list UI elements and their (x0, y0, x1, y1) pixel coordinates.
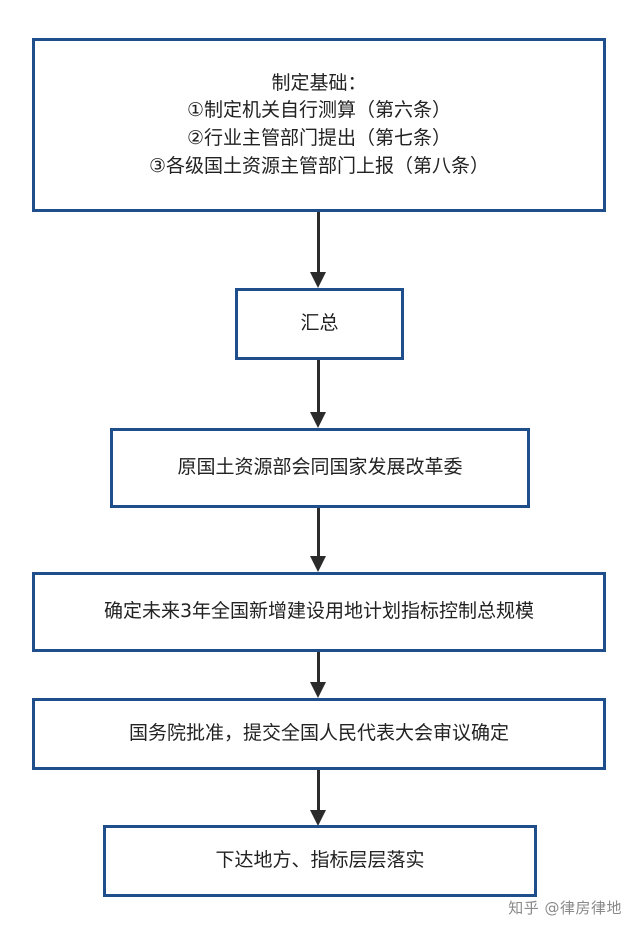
step-ministry-box: 原国土资源部会同国家发展改革委 (110, 428, 530, 508)
step-approval-box: 国务院批准，提交全国人民代表大会审议确定 (32, 698, 606, 770)
step-basis-item-3: ③各级国土资源主管部门上报（第八条） (148, 154, 490, 177)
step-issue-box: 下达地方、指标层层落实 (103, 825, 537, 897)
step-basis-text: 制定基础： ①制定机关自行测算（第六条） ②行业主管部门提出（第七条） ③各级国… (149, 70, 489, 180)
step-issue-label: 下达地方、指标层层落实 (215, 849, 425, 872)
step-summary-box: 汇总 (235, 288, 404, 360)
step-basis-title: 制定基础： (271, 71, 367, 94)
step-summary-label: 汇总 (300, 312, 339, 335)
step-approval-label: 国务院批准，提交全国人民代表大会审议确定 (128, 722, 509, 745)
step-basis-item-2: ②行业主管部门提出（第七条） (186, 127, 452, 149)
watermark: 知乎 @律房律地 (508, 899, 622, 917)
step-scale-label: 确定未来3年全国新增建设用地计划指标控制总规模 (103, 600, 535, 623)
step-scale-box: 确定未来3年全国新增建设用地计划指标控制总规模 (32, 572, 606, 652)
step-basis-item-1: ①制定机关自行测算（第六条） (186, 99, 452, 122)
step-basis-box: 制定基础： ①制定机关自行测算（第六条） ②行业主管部门提出（第七条） ③各级国… (32, 38, 606, 212)
step-ministry-label: 原国土资源部会同国家发展改革委 (177, 456, 463, 479)
